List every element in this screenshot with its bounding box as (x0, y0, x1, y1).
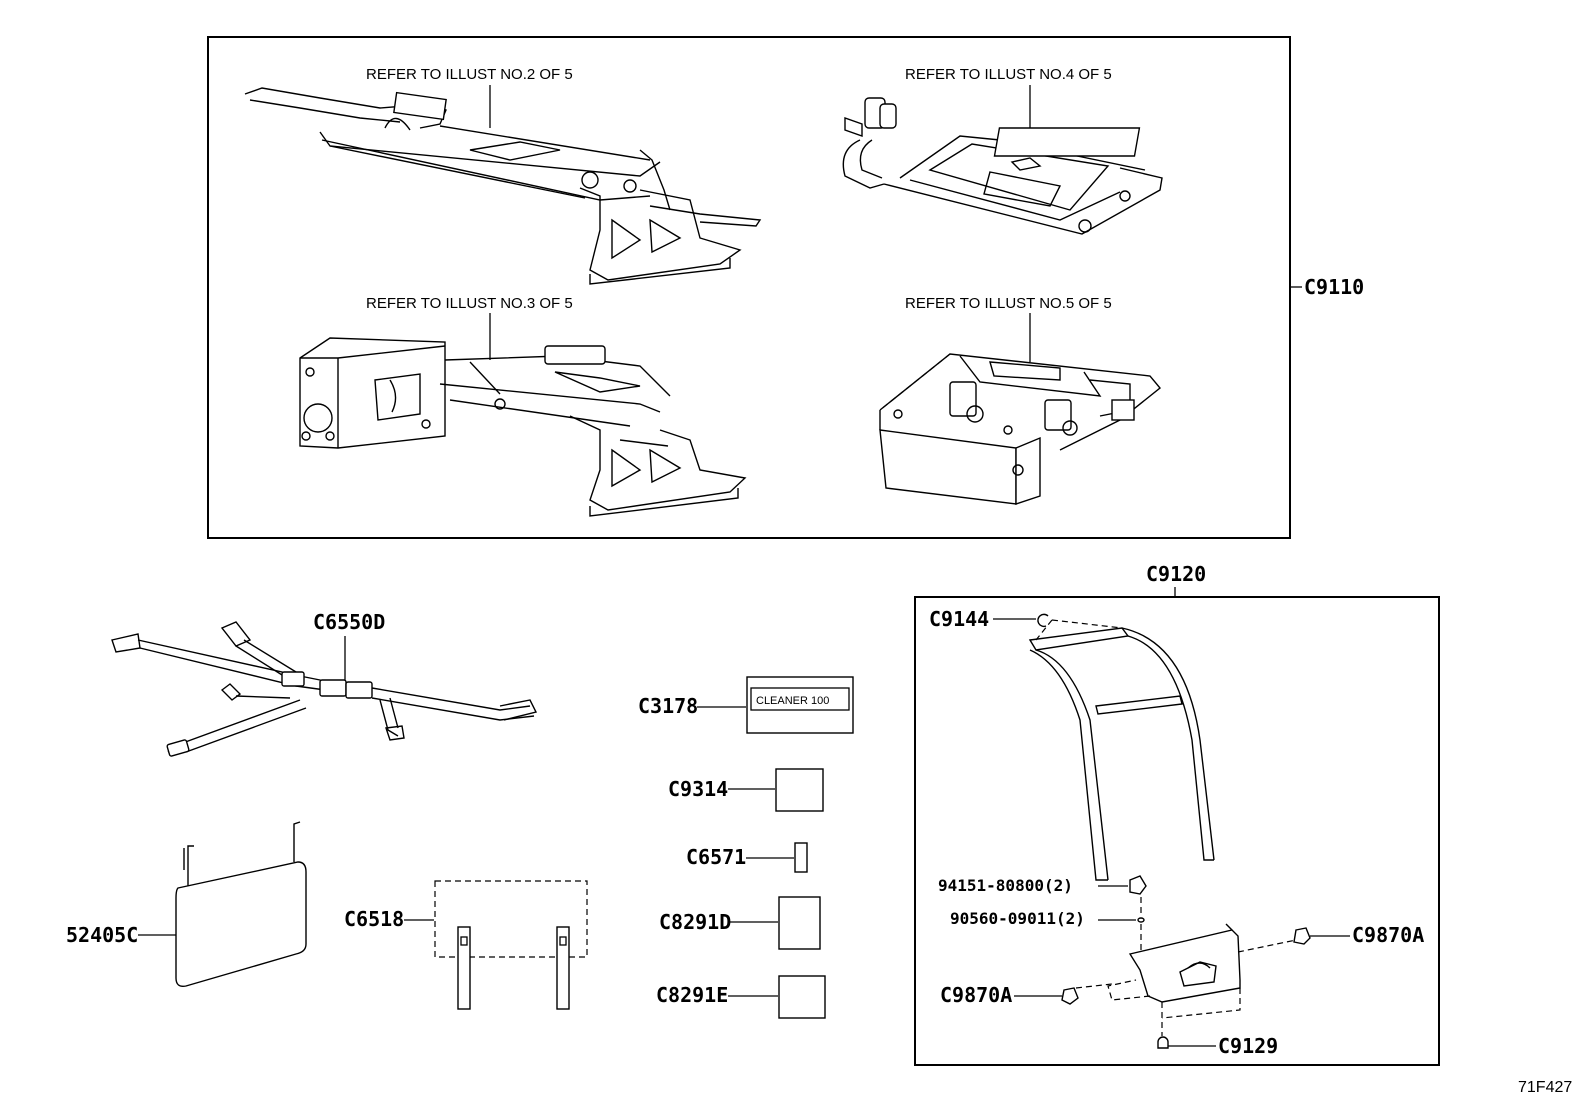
c9314-label (775, 768, 824, 812)
c8291e-label (778, 975, 826, 1019)
part-label-c6550d: C6550D (313, 610, 385, 634)
part-label-c8291d: C8291D (659, 910, 731, 934)
c9129-fastener (1157, 1036, 1169, 1049)
c6571-label (794, 842, 808, 873)
part-label-52405c: 52405C (66, 923, 138, 947)
refer-label-4: REFER TO ILLUST NO.4 OF 5 (905, 66, 1112, 83)
storage-box-illustration-5: REFER TO ILLUST NO.5 OF 5 (879, 295, 1161, 505)
seat-base-illustration-4: REFER TO ILLUST NO.4 OF 5 (842, 66, 1163, 235)
part-label-c9129: C9129 (1218, 1034, 1278, 1058)
refer-label-5: REFER TO ILLUST NO.5 OF 5 (905, 295, 1112, 312)
part-label-c9870a-left: C9870A (940, 983, 1012, 1007)
part-label-c6518: C6518 (344, 907, 404, 931)
seat-belt-harness (111, 621, 538, 757)
part-label-c3178: C3178 (638, 694, 698, 718)
seat-frame-illustration-2: REFER TO ILLUST NO.2 OF 5 (244, 66, 762, 285)
c3178-label-plate (746, 676, 854, 734)
headrest-frame (1028, 627, 1215, 881)
cleaner-tag-text: CLEANER 100 (756, 695, 829, 707)
part-label-c9144: C9144 (929, 607, 989, 631)
part-label-90560-09011: 90560-09011(2) (950, 909, 1085, 928)
part-label-c8291e: C8291E (656, 983, 728, 1007)
c9144-clip (1037, 613, 1049, 628)
refer-label-3: REFER TO ILLUST NO.3 OF 5 (366, 295, 573, 312)
c9870a-left-nut (1061, 987, 1079, 1005)
c9120-assembly-frame (914, 596, 1440, 1066)
part-label-c9314: C9314 (668, 777, 728, 801)
seat-frame-illustration-3: REFER TO ILLUST NO.3 OF 5 (299, 295, 747, 517)
refer-label-2: REFER TO ILLUST NO.2 OF 5 (366, 66, 573, 83)
c9110-assembly-frame (207, 36, 1291, 539)
headrest-bracket (1128, 923, 1241, 1003)
part-label-c9870a-right: C9870A (1352, 923, 1424, 947)
diagram-code: 71F427 (1518, 1079, 1572, 1096)
part-label-94151-80800: 94151-80800(2) (938, 876, 1073, 895)
52405c-panel (175, 821, 307, 988)
c6518-cover (434, 880, 588, 1010)
part-label-c9120: C9120 (1146, 562, 1206, 586)
c9870a-right-nut (1293, 927, 1311, 945)
part-label-c9110: C9110 (1304, 275, 1364, 299)
part-label-c6571: C6571 (686, 845, 746, 869)
washer-90560 (1137, 917, 1145, 923)
c8291d-label (778, 896, 821, 950)
nut-94151 (1129, 875, 1147, 895)
